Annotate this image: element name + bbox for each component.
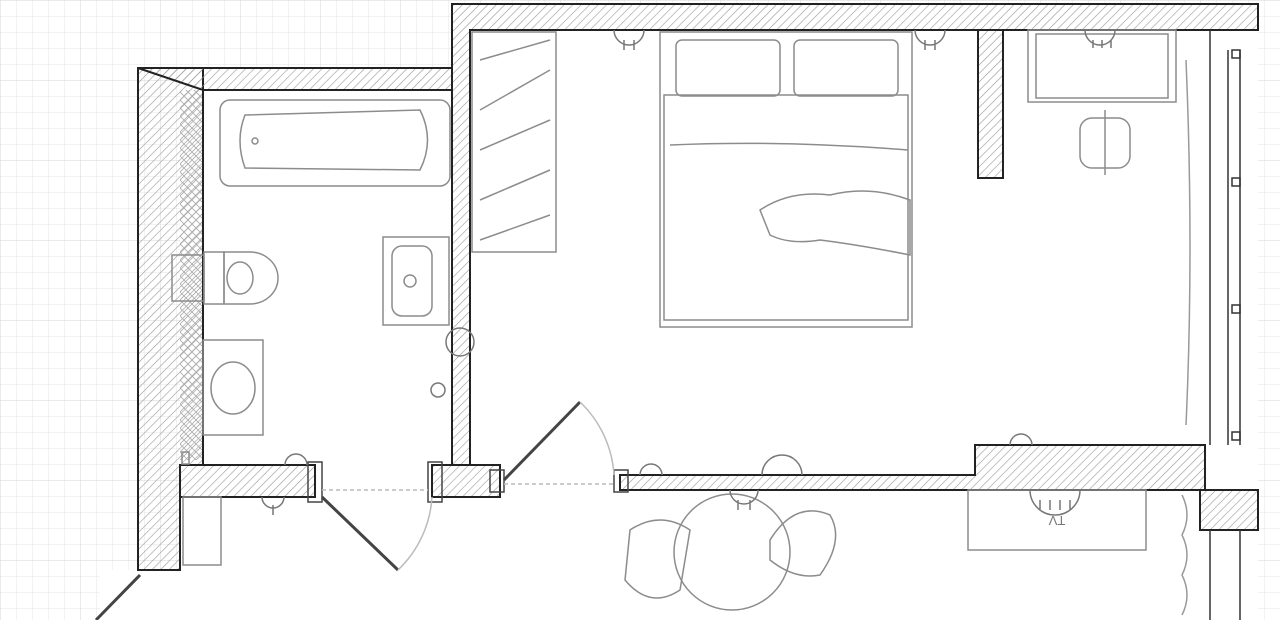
wall-center-bottom (431, 464, 501, 498)
tile-wall (180, 90, 202, 460)
shoe-cabinet (182, 496, 222, 566)
socket-icon (639, 463, 663, 476)
socket-icon (284, 453, 308, 466)
wall-partition (977, 29, 1004, 179)
bathtub (219, 99, 451, 187)
door-entry (94, 573, 142, 620)
electrical-sockets (261, 29, 1116, 516)
bed (659, 31, 913, 328)
socket-icon (914, 29, 946, 50)
socket-icon (613, 29, 645, 50)
socket-icon (1009, 433, 1033, 446)
door-bedroom (489, 400, 629, 493)
switch (181, 451, 190, 465)
tv-label: TV (1048, 513, 1065, 528)
wall-bedroom-bottom (619, 444, 1206, 491)
wall-bathroom-bottom (179, 464, 316, 498)
socket-icon (1029, 489, 1081, 516)
socket-icon (430, 382, 446, 398)
window-right (1181, 30, 1241, 620)
floor-area (100, 4, 1258, 620)
doors (94, 400, 629, 620)
toilet (171, 251, 279, 305)
tv-stand (967, 489, 1147, 551)
socket-icon (729, 489, 759, 510)
desk (1027, 29, 1177, 103)
door-bathroom (307, 461, 443, 572)
sink (382, 236, 450, 326)
wall-right-lower (1199, 489, 1259, 531)
socket-icon (1084, 29, 1116, 48)
washing-machine (202, 339, 264, 436)
dining-table (624, 493, 837, 611)
furniture (171, 29, 1177, 611)
wardrobe (471, 31, 557, 253)
chair-right (769, 510, 837, 577)
socket-icon (445, 327, 475, 357)
socket-icon (261, 496, 285, 515)
socket-icon (761, 454, 803, 476)
chair-left (624, 519, 691, 599)
desk-chair (1079, 110, 1131, 175)
